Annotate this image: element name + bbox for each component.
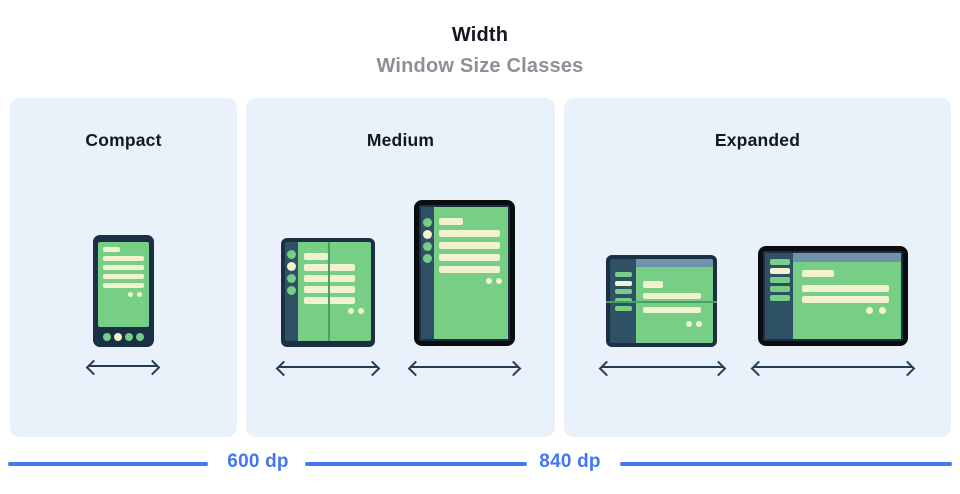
skeleton-line	[103, 256, 144, 261]
skeleton-line	[103, 283, 144, 288]
rail-dot	[287, 250, 296, 259]
ruler-line-segment	[305, 462, 527, 466]
action-dots	[439, 278, 503, 284]
panel-expanded: Expanded	[564, 98, 951, 437]
foldable-portrait-mockup	[281, 238, 375, 347]
ruler-line-segment	[8, 462, 208, 466]
phone-mockup	[93, 235, 154, 347]
foldable-landscape-screen	[606, 259, 717, 343]
width-arrow-icon	[410, 366, 519, 368]
dot	[128, 292, 133, 297]
action-dots	[643, 321, 706, 327]
tablet-portrait-screen	[419, 205, 510, 341]
rail-dot	[287, 262, 296, 271]
rail-dot	[423, 242, 432, 251]
skeleton-line	[643, 307, 701, 313]
skeleton-line	[103, 265, 144, 270]
screen-content	[298, 242, 371, 341]
dot	[879, 307, 886, 314]
skeleton-line	[103, 274, 144, 279]
sidebar-item-bar	[615, 280, 632, 286]
rail-dot	[287, 286, 296, 295]
dot	[866, 307, 873, 314]
rail-dot	[287, 274, 296, 283]
sidebar	[765, 253, 793, 339]
fold-crease	[606, 301, 717, 303]
main-pane	[636, 259, 713, 343]
sidebar-item-bar	[615, 297, 632, 303]
dot	[496, 278, 502, 284]
nav-rail	[421, 207, 434, 339]
dot	[696, 321, 702, 327]
panel-compact: Compact	[10, 98, 237, 437]
dot	[486, 278, 492, 284]
rail-dot	[423, 218, 432, 227]
skeleton-title-line	[643, 281, 664, 288]
main-pane	[793, 253, 901, 339]
rail-dot	[423, 254, 432, 263]
foldable-portrait-screen	[285, 242, 371, 341]
sidebar-item-bar	[615, 306, 632, 311]
large-tablet-screen	[763, 251, 903, 341]
app-bar	[793, 253, 901, 262]
action-dots	[103, 292, 144, 297]
phone-nav-bar	[98, 327, 149, 347]
nav-dot	[103, 333, 111, 341]
skeleton-line	[802, 296, 890, 303]
skeleton-line	[439, 230, 500, 237]
skeleton-title-line	[103, 247, 121, 252]
panel-compact-title: Compact	[85, 130, 162, 150]
panel-medium-title: Medium	[366, 130, 435, 150]
diagram-header: Width Window Size Classes	[0, 24, 960, 78]
breakpoint-label-600dp: 600 dp	[227, 451, 289, 472]
skeleton-line	[439, 254, 500, 261]
action-dots	[802, 307, 892, 314]
sidebar-item-bar	[615, 289, 632, 294]
fold-crease	[328, 242, 330, 341]
skeleton-line	[439, 266, 500, 273]
skeleton-line	[643, 293, 701, 299]
skeleton-title-line	[802, 270, 834, 277]
nav-dot	[125, 333, 133, 341]
screen-content	[434, 207, 508, 339]
width-arrow-icon	[753, 366, 913, 368]
nav-dot	[114, 333, 122, 341]
nav-dot	[136, 333, 144, 341]
panel-medium: Medium	[246, 98, 555, 437]
sidebar-item-bar	[770, 268, 790, 274]
dot	[358, 308, 364, 314]
width-arrow-icon	[601, 366, 724, 368]
dot	[686, 321, 692, 327]
sidebar-item-bar	[770, 286, 790, 292]
breakpoint-label-840dp: 840 dp	[539, 451, 601, 472]
sidebar-item-bar	[770, 277, 790, 283]
screen-content	[636, 267, 713, 343]
panel-expanded-title: Expanded	[714, 130, 801, 150]
screen-content	[793, 262, 901, 339]
large-tablet-landscape-mockup	[758, 246, 908, 346]
width-arrow-icon	[278, 366, 378, 368]
skeleton-title-line	[439, 218, 464, 225]
rail-dot	[423, 230, 432, 239]
phone-screen	[98, 242, 149, 327]
skeleton-title-line	[304, 253, 329, 260]
dot	[348, 308, 354, 314]
skeleton-line	[439, 242, 500, 249]
ruler-line-segment	[620, 462, 952, 466]
dot	[137, 292, 142, 297]
sidebar-item-bar	[770, 259, 790, 265]
foldable-landscape-mockup	[606, 255, 717, 347]
diagram-title: Width	[451, 24, 509, 46]
diagram-subtitle: Window Size Classes	[376, 55, 584, 77]
app-bar	[636, 259, 713, 267]
skeleton-line	[802, 285, 890, 292]
action-dots	[304, 308, 365, 314]
tablet-portrait-mockup	[414, 200, 515, 346]
sidebar-item-bar	[615, 272, 632, 277]
sidebar-item-bar	[770, 295, 790, 301]
nav-rail	[285, 242, 298, 341]
width-arrow-icon	[88, 365, 158, 367]
